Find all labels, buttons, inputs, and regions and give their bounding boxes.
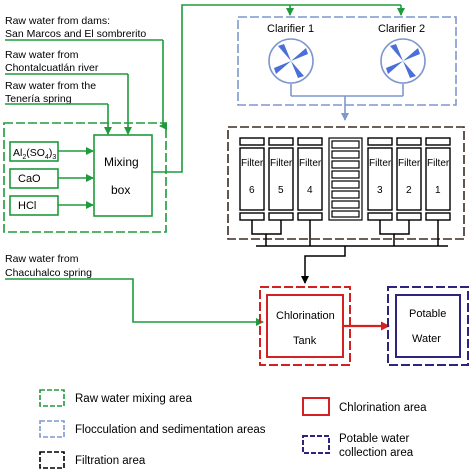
filter-3-number: 3 (377, 185, 383, 196)
mixing-to-clarifiers-line (152, 4, 401, 173)
legend-potable-line2: collection area (339, 447, 414, 459)
filter-2-label: Filter (398, 158, 421, 169)
legend-swatch-raw-mixing (39, 389, 65, 407)
central-channel (328, 137, 363, 221)
mixing-box (93, 134, 153, 217)
filtration-area (227, 126, 465, 240)
raw-water-inflows (104, 40, 167, 135)
filter-4-number: 4 (307, 185, 313, 196)
source-dams-line1: Raw water from dams: (5, 15, 110, 27)
filter-1-label: Filter (427, 158, 450, 169)
source-river-line1: Raw water from (5, 49, 79, 61)
source-chacuhalco-line2: Chacuhalco spring (5, 267, 92, 279)
filter-6 (239, 147, 265, 211)
filter-5-number: 5 (278, 185, 284, 196)
clarifier-to-filters-line (290, 84, 404, 121)
raw-water-mixing-area (3, 122, 167, 233)
filter-3-label: Filter (369, 158, 392, 169)
mixing-box-label-line2: box (111, 183, 130, 197)
filter-4 (297, 147, 323, 211)
clarifier-1 (268, 38, 314, 84)
filter-underdrains (251, 220, 448, 284)
chlorination-tank-label-line1: Chlorination (276, 310, 335, 322)
filter-5-label: Filter (270, 158, 293, 169)
chacuhalco-inflow-line (5, 278, 264, 326)
chemical-feed-arrows (58, 147, 94, 209)
filter-1-number: 1 (435, 185, 441, 196)
clarifier-1-label: Clarifier 1 (267, 23, 314, 35)
legend-chlorination: Chlorination area (339, 402, 427, 414)
filter-bodies (239, 147, 451, 211)
potable-water-tank (395, 294, 461, 358)
mixing-box-label-line1: Mixing (104, 155, 139, 169)
source-teneria-line1: Raw water from the (5, 80, 96, 92)
clarifier-2 (380, 38, 426, 84)
potable-water-label-line1: Potable (409, 308, 446, 320)
clarifier-2-label: Clarifier 2 (378, 23, 425, 35)
cao-label: CaO (18, 173, 41, 185)
flocculation-sedimentation-area (237, 16, 457, 106)
legend-swatch-filtration (39, 451, 65, 469)
source-river-line2: Chontalcuatlán river (5, 62, 99, 74)
filter-4-label: Filter (299, 158, 322, 169)
source-chacuhalco-line1: Raw water from (5, 253, 79, 265)
filter-2 (396, 147, 422, 211)
legend-flocculation: Flocculation and sedimentation areas (75, 424, 266, 436)
potable-water-collection-area (387, 286, 469, 366)
legend-raw-mixing: Raw water mixing area (75, 393, 193, 405)
hcl-label: HCl (18, 200, 36, 212)
al2so43-label: Al2(SO4)3 (13, 147, 56, 161)
legend-potable-line1: Potable water (339, 433, 409, 445)
chlorination-tank-label-line2: Tank (293, 335, 317, 347)
source-teneria-line2: Tenería spring (5, 93, 72, 105)
legend-swatch-potable (302, 435, 330, 454)
legend: Raw water mixing area Flocculation and s… (39, 389, 427, 469)
chlorination-tank (266, 294, 344, 358)
source-dams-line2: San Marcos and El sombrerito (5, 28, 146, 40)
legend-filtration: Filtration area (75, 455, 146, 467)
filter-labels: Filter 6 Filter 5 Filter 4 Filter 3 Filt… (241, 158, 450, 196)
filter-3 (367, 147, 393, 211)
filter-6-number: 6 (249, 185, 255, 196)
filter-1 (425, 147, 451, 211)
legend-swatch-chlorination (302, 397, 330, 416)
legend-swatch-flocculation (39, 420, 65, 438)
filter-5 (268, 147, 294, 211)
filter-2-number: 2 (406, 185, 412, 196)
potable-water-label-line2: Water (412, 333, 441, 345)
filter-6-label: Filter (241, 158, 264, 169)
